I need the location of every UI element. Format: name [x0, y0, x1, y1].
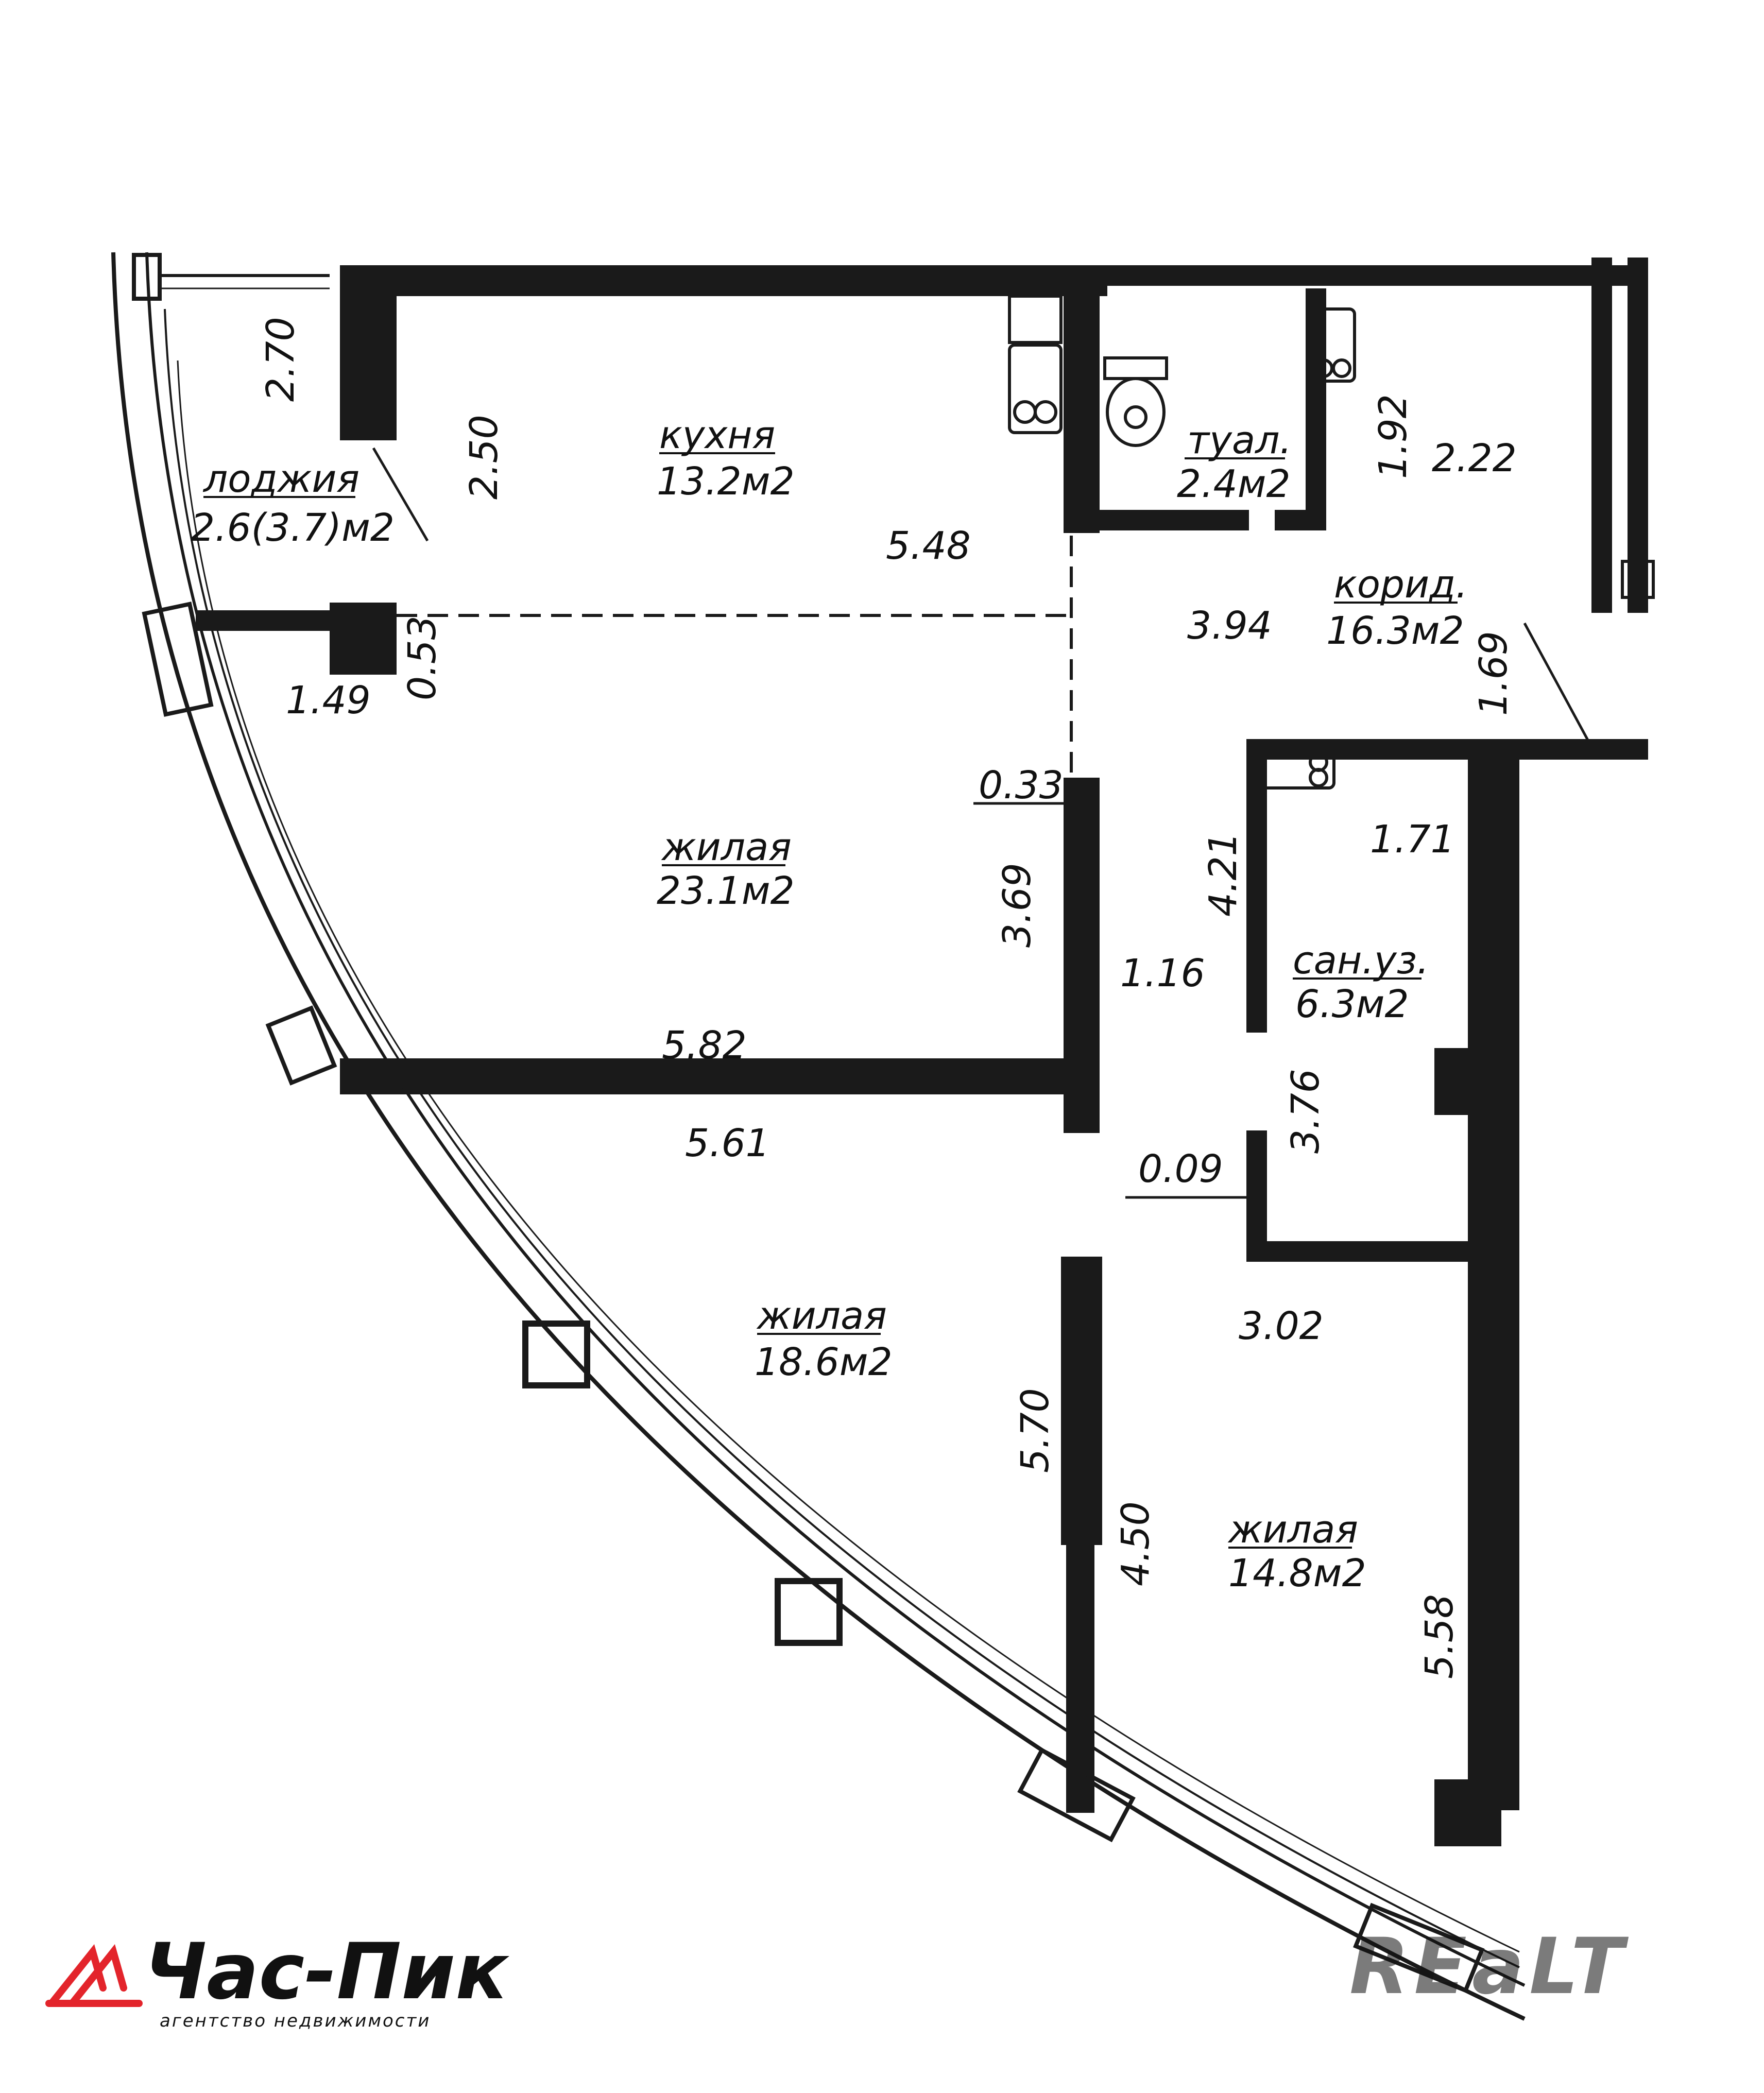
wall-top-right: [1102, 265, 1628, 286]
dim-0-09: 0.09: [1138, 1147, 1223, 1191]
wall-bath-lower-left: [1246, 1130, 1267, 1259]
wall-top-kitchen: [340, 265, 1107, 296]
column-2: [775, 1578, 843, 1646]
dim-3-94: 3.94: [1187, 604, 1272, 648]
dim-2-50: 2.50: [462, 415, 506, 500]
kitchen-burner-icon: [1013, 400, 1037, 424]
bath-sink-drain-icon-2: [1309, 768, 1328, 787]
shaft-block-1: [1434, 1048, 1501, 1115]
wall-right-outer: [1499, 754, 1519, 1810]
wall-living2-living3: [1061, 1257, 1102, 1545]
leader-lines: [372, 447, 1593, 1199]
logo-name: Час-Пик: [144, 1927, 509, 2017]
facade-line-2: [145, 252, 1526, 1987]
bath-sink-icon: [1250, 745, 1335, 790]
sink-drain-icon-2: [1332, 358, 1351, 378]
living3-name: жилая: [1227, 1507, 1358, 1552]
dim-4-50: 4.50: [1114, 1501, 1158, 1586]
toilet-area: 2.4м2: [1177, 462, 1291, 506]
living3-area: 14.8м2: [1228, 1551, 1366, 1596]
living2-name: жилая: [756, 1294, 887, 1338]
sink-icon: [1309, 307, 1356, 383]
dim-4-21: 4.21: [1201, 832, 1245, 917]
room-labels: лоджия 2.6(3.7)м2 кухня 13.2м2 туал. 2.4…: [191, 413, 1468, 1596]
wall-living1-living2: [340, 1058, 1100, 1094]
dim-1-71: 1.71: [1370, 817, 1455, 862]
window-frame-3: [1017, 1747, 1136, 1843]
logo-mark-icon: [45, 1944, 143, 2007]
wall-toilet-bottom: [1275, 510, 1326, 530]
toilet-bowl-icon: [1106, 377, 1166, 447]
facade-line-3: [164, 308, 1520, 1968]
living1-area: 23.1м2: [657, 869, 795, 913]
kitchen-cabinet: [1008, 295, 1063, 344]
dashed-openings: [397, 536, 1073, 778]
dim-0-53: 0.53: [400, 615, 444, 700]
window-frame-2: [265, 1005, 337, 1086]
loggia-column: [330, 603, 397, 675]
dim-0-33: 0.33: [979, 763, 1064, 808]
dim-1-92: 1.92: [1371, 394, 1415, 479]
loggia-pillar: [340, 296, 397, 440]
logo-tagline: агентство недвижимости: [160, 2011, 431, 2031]
corridor-area: 16.3м2: [1326, 609, 1464, 653]
dim-3-76: 3.76: [1283, 1069, 1328, 1154]
bathroom-area: 6.3м2: [1295, 982, 1409, 1026]
dim-5-82: 5.82: [662, 1023, 747, 1068]
realt-watermark: REaLT: [1349, 1922, 1629, 2012]
wall-bath-left: [1246, 739, 1267, 1033]
dim-1-69: 1.69: [1471, 631, 1516, 716]
kitchen-burner-icon-2: [1034, 400, 1057, 424]
shaft-box-icon: [1621, 560, 1655, 599]
shaft-circle-icon: [1629, 571, 1647, 588]
wall-right-shaft: [1591, 258, 1612, 613]
corridor-name: корид.: [1334, 562, 1468, 607]
agency-logo: Час-Пик агентство недвижимости: [45, 1927, 509, 2031]
loggia-leader: [372, 447, 429, 542]
corridor-leader: [1523, 622, 1593, 748]
toilet-seat-icon: [1124, 405, 1148, 429]
living2-area: 18.6м2: [755, 1340, 893, 1384]
window-frame-4: [1353, 1902, 1485, 1994]
dim-5-48: 5.48: [886, 524, 971, 568]
wall-right-shaft-2: [1628, 258, 1648, 613]
dim-5-70: 5.70: [1013, 1388, 1057, 1473]
living1-name: жилая: [661, 825, 792, 869]
dim-3-02: 3.02: [1239, 1304, 1324, 1348]
kitchen-area: 13.2м2: [657, 459, 795, 504]
wall-bath-bottom: [1246, 1241, 1488, 1262]
shaft-block-2: [1434, 1779, 1501, 1846]
curved-facade: [111, 252, 1526, 2021]
facade-line-4: [177, 360, 1520, 1953]
wall-kitchen-toilet: [1064, 265, 1100, 533]
dim-5-58: 5.58: [1417, 1594, 1462, 1679]
walls: [196, 258, 1648, 1846]
dim-1-16: 1.16: [1120, 951, 1205, 996]
toilet-tank-icon: [1103, 356, 1168, 380]
wall-kitchen-bottom-stub: [1064, 510, 1249, 530]
fixtures: [1008, 295, 1655, 790]
dim-5-61: 5.61: [685, 1121, 770, 1165]
window-frame-1: [142, 602, 214, 717]
dim-3-69: 3.69: [995, 863, 1039, 948]
dim-1-49: 1.49: [286, 678, 371, 723]
wall-bath-right: [1468, 754, 1499, 1805]
column-1: [522, 1320, 590, 1388]
dim-2-22: 2.22: [1432, 436, 1517, 481]
bathroom-name: сан.уз.: [1293, 938, 1429, 983]
toilet-name: туал.: [1187, 418, 1292, 462]
dim-2-70: 2.70: [259, 317, 303, 402]
wall-toilet-right: [1306, 288, 1326, 530]
dimensions: 2.70 2.50 5.48 1.92 2.22 3.94 0.53 1.49 …: [259, 317, 1517, 1679]
loggia-name: лоджия: [202, 457, 359, 501]
kitchen-name: кухня: [659, 413, 775, 457]
loggia-area: 2.6(3.7)м2: [191, 506, 395, 550]
kitchen-sink-icon: [1008, 344, 1063, 434]
